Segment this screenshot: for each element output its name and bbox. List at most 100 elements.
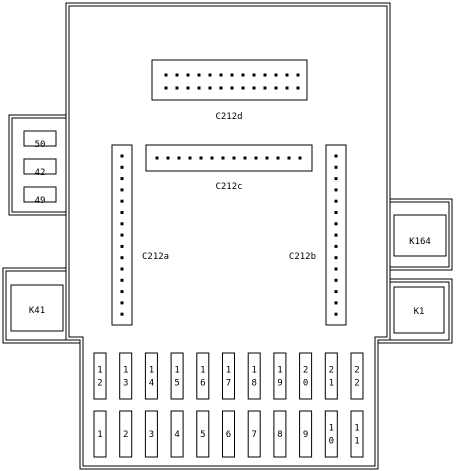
fuse-number-digit: 0: [329, 437, 334, 447]
c212c-pin: [155, 156, 159, 160]
c212d-pin: [164, 73, 168, 77]
k41-tab-outer: [2, 267, 80, 344]
k41-label: K41: [29, 306, 45, 316]
c212b-pin: [334, 222, 338, 226]
fuse: 22: [350, 352, 364, 400]
fuse: 7: [247, 410, 261, 458]
fuse-number-digit: 1: [251, 366, 256, 376]
fuse-body: [324, 352, 338, 400]
fuse-body: [93, 352, 107, 400]
fuse-number-digit: 1: [277, 366, 282, 376]
c212d-pin: [186, 73, 190, 77]
fuse-body: [350, 410, 364, 458]
c212c-pins: [155, 156, 302, 160]
c212d-pin: [197, 73, 201, 77]
fuse-number-digit: 2: [303, 366, 308, 376]
fuse-number-digit: 2: [123, 430, 128, 440]
left-tab-inner: [11, 117, 66, 213]
c212d-pin: [241, 86, 245, 90]
c212b-pin: [334, 256, 338, 260]
fuse-number-digit: 9: [303, 430, 308, 440]
c212c-connector: [145, 144, 313, 172]
c212d-pin: [252, 73, 256, 77]
fuse: 1: [93, 410, 107, 458]
fuse-body: [324, 410, 338, 458]
fuse-number-digit: 6: [200, 379, 205, 389]
fuse: 13: [119, 352, 133, 400]
fuse: 10: [324, 410, 338, 458]
fuse: 14: [144, 352, 158, 400]
c212b-pin: [334, 211, 338, 214]
fuse-body: [273, 410, 287, 458]
fuse-number-digit: 8: [251, 379, 256, 389]
fuse-body: [170, 410, 184, 458]
fuse-number-digit: 1: [97, 366, 102, 376]
c212c-pin: [221, 156, 225, 160]
c212d-pin: [230, 73, 234, 77]
fuse-number-digit: 5: [174, 379, 179, 389]
c212c-pin: [254, 156, 258, 160]
c212b-pin: [334, 165, 338, 169]
c212d-connector: [151, 59, 308, 101]
fuse: 20: [299, 352, 313, 400]
fuse-body: [144, 352, 158, 400]
c212c-pin: [276, 156, 280, 160]
fuse-number-digit: 4: [149, 379, 154, 389]
k41-relay: [10, 284, 64, 332]
c212c-pin: [232, 156, 236, 160]
side-label-box: 42: [23, 158, 57, 178]
fuse: 15: [170, 352, 184, 400]
c212b-pin: [334, 312, 338, 316]
c212a-pin: [120, 278, 124, 282]
fuse-body: [273, 352, 287, 400]
fuse-number-digit: 1: [174, 366, 179, 376]
fuse-number-digit: 2: [97, 379, 102, 389]
fuse-body: [144, 410, 158, 458]
c212d-pin: [263, 73, 267, 77]
fuse-number-digit: 9: [277, 379, 282, 389]
fuse: 19: [273, 352, 287, 400]
fuse: 9: [299, 410, 313, 458]
c212d-pin: [252, 86, 256, 90]
c212a-pin: [120, 222, 124, 226]
c212c-pin: [210, 156, 214, 160]
fuse: 18: [247, 352, 261, 400]
c212a-pin: [120, 177, 124, 181]
fuse-number-digit: 8: [277, 430, 282, 440]
fuse-number-digit: 7: [251, 430, 256, 440]
c212d-pin: [175, 73, 179, 77]
fuse-number-digit: 3: [123, 379, 128, 389]
c212d-pin: [175, 86, 179, 90]
c212c-label: C212c: [215, 182, 242, 192]
c212c-pin: [265, 156, 269, 160]
k41-tab-inner: [5, 270, 80, 341]
fuse-number-digit: 1: [354, 437, 359, 447]
c212d-pin: [274, 86, 278, 90]
fuse-body: [350, 352, 364, 400]
c212d-pin: [241, 73, 245, 77]
k164-label: K164: [409, 237, 431, 247]
k164-relay: [393, 214, 447, 257]
k1-tab-inner: [378, 281, 450, 341]
fuse-body: [119, 410, 133, 458]
c212d-pin: [285, 73, 289, 77]
fuse-number-digit: 2: [329, 366, 334, 376]
c212a-connector: [111, 144, 133, 326]
fuse-number-digit: 1: [329, 379, 334, 389]
c212c-pin: [298, 156, 302, 160]
fuse: 12: [93, 352, 107, 400]
c212d-pin: [208, 73, 212, 77]
fuse: 6: [222, 410, 235, 458]
c212d-label: C212d: [215, 112, 242, 122]
fuse-number-digit: 1: [226, 366, 231, 376]
c212b-pin: [334, 301, 338, 305]
c212d-pin: [296, 86, 300, 90]
c212a-pin: [120, 290, 124, 294]
c212b-pin: [334, 233, 338, 237]
fuse: 3: [144, 410, 158, 458]
k1-relay: [393, 286, 445, 334]
c212d-pin: [219, 86, 223, 90]
c212a-pin: [120, 301, 124, 305]
k1-label: K1: [414, 307, 425, 317]
